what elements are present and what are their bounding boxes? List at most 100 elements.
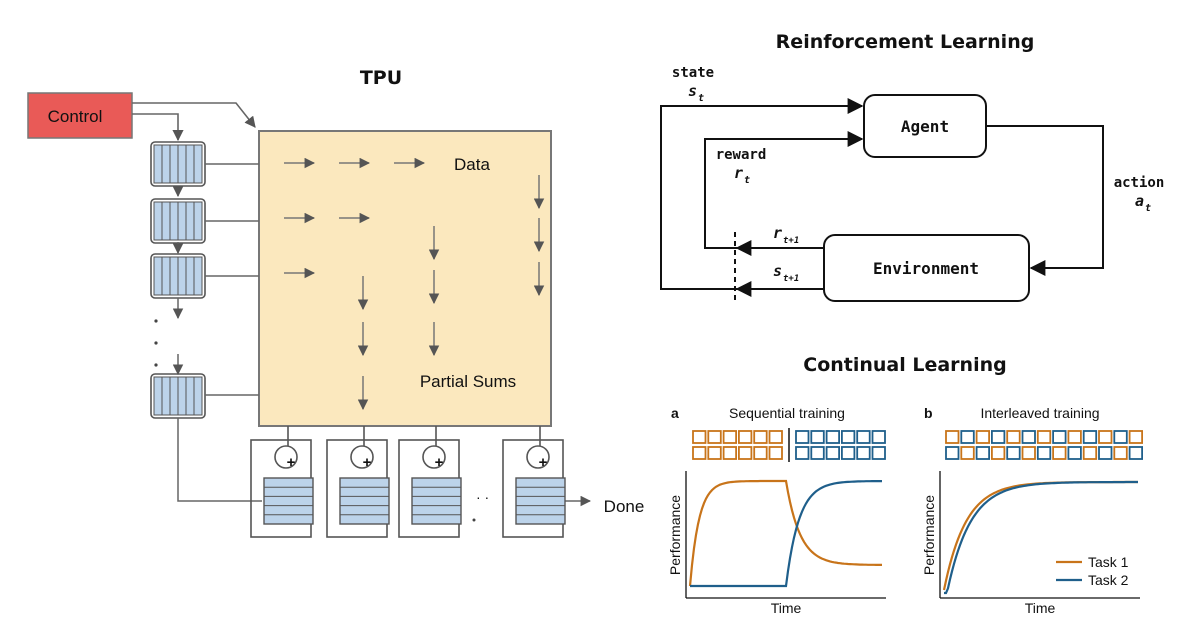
rl-arrowheads	[735, 240, 760, 297]
accumulators: + + + +	[250, 426, 566, 538]
panel-b-xlabel: Time	[1025, 600, 1056, 616]
panel-b-title: Interleaved training	[980, 405, 1099, 421]
task-block	[1098, 430, 1113, 444]
state-subscript: t	[698, 93, 704, 104]
adder-plus: +	[363, 454, 372, 471]
task-block	[1052, 430, 1067, 444]
action-label: action	[1114, 175, 1165, 191]
task-block	[692, 446, 707, 460]
task-block	[707, 446, 722, 460]
rl-title: Reinforcement Learning	[776, 31, 1035, 53]
task-block	[856, 430, 871, 444]
next-reward-subscript: t+1	[783, 236, 799, 246]
reward-label: reward	[716, 147, 767, 163]
panel-b-letter: b	[924, 405, 933, 421]
panel-a-letter: a	[671, 405, 679, 421]
control-lines	[132, 102, 256, 142]
continual-learning: Continual Learning a Sequential training…	[667, 354, 1143, 616]
task-block	[722, 430, 737, 444]
task-block	[753, 430, 768, 444]
panel-a-task2-curve	[690, 480, 882, 588]
task-block	[841, 446, 856, 460]
panel-a-task1-curve	[688, 479, 882, 587]
queue-ellipsis-dots	[154, 319, 158, 367]
environment-box	[823, 234, 1030, 302]
task-block	[1067, 446, 1082, 460]
task-block	[692, 430, 707, 444]
task-block	[945, 446, 960, 460]
task-block	[810, 430, 825, 444]
input-queue	[150, 141, 206, 187]
control-box	[27, 92, 133, 139]
task-block	[1082, 430, 1098, 444]
accumulator-ellipsis: · ·	[476, 489, 489, 505]
legend-task1-label: Task 1	[1088, 554, 1129, 570]
task-block	[753, 446, 768, 460]
task-block	[1021, 446, 1036, 460]
partial-sums-label: Partial Sums	[420, 372, 516, 391]
control-label: Control	[48, 107, 103, 126]
task-block	[871, 446, 886, 460]
task-block	[825, 446, 840, 460]
environment-label: Environment	[873, 259, 979, 278]
adder-circle	[350, 445, 374, 469]
task-block	[1021, 430, 1036, 444]
adder-circle	[274, 445, 298, 469]
cl-title: Continual Learning	[803, 354, 1006, 376]
legend-task2-label: Task 2	[1088, 572, 1129, 588]
input-queue	[150, 373, 206, 419]
panel-a-axes	[685, 471, 886, 599]
panel-a-ylabel: Performance	[667, 495, 683, 575]
task-block	[722, 446, 737, 460]
task-block	[1082, 446, 1098, 460]
data-label: Data	[454, 155, 490, 174]
dataflow-arrows	[284, 157, 545, 411]
accumulator-register	[339, 477, 390, 525]
accumulator-register	[263, 477, 314, 525]
task-block	[825, 430, 840, 444]
panel-b-axes	[939, 471, 1140, 599]
accumulator: +	[502, 426, 566, 538]
tpu-title: TPU	[360, 67, 402, 89]
accumulator-register	[411, 477, 462, 525]
next-state-symbol: s	[773, 262, 782, 280]
panel-a-task-blocks	[692, 430, 886, 460]
task-block	[1036, 430, 1052, 444]
input-queue	[150, 253, 206, 299]
adder-plus: +	[435, 454, 444, 471]
task-block	[991, 446, 1006, 460]
task-block	[1036, 446, 1052, 460]
task-block	[960, 430, 975, 444]
task-block	[738, 430, 753, 444]
task-block	[1006, 446, 1021, 460]
task-block	[975, 430, 990, 444]
next-state-subscript: t+1	[783, 274, 799, 284]
input-queue	[150, 198, 206, 244]
panel-a-title: Sequential training	[729, 405, 845, 421]
task-block	[1067, 430, 1082, 444]
task-block	[707, 430, 722, 444]
task-block	[975, 446, 990, 460]
adder-plus: +	[287, 454, 296, 471]
task-block	[1128, 430, 1143, 444]
input-queues	[150, 141, 206, 419]
systolic-array	[258, 130, 552, 427]
reward-symbol: r	[734, 164, 743, 182]
task-block	[1098, 446, 1113, 460]
task-block	[1052, 446, 1067, 460]
task-block	[768, 446, 783, 460]
panel-b-task2-curve	[944, 480, 1138, 595]
adder-circle	[422, 445, 446, 469]
accumulator: +	[398, 426, 462, 538]
task-block	[795, 446, 810, 460]
tpu-diagram: TPU Control Data Partial Sums	[27, 67, 645, 538]
accumulator-dot	[472, 518, 476, 522]
accumulator-register	[515, 477, 566, 525]
task-block	[810, 446, 825, 460]
adder-plus: +	[539, 454, 548, 471]
done-label: Done	[604, 497, 645, 516]
task-block	[768, 430, 783, 444]
task-block	[1128, 446, 1143, 460]
adder-circle	[526, 445, 550, 469]
